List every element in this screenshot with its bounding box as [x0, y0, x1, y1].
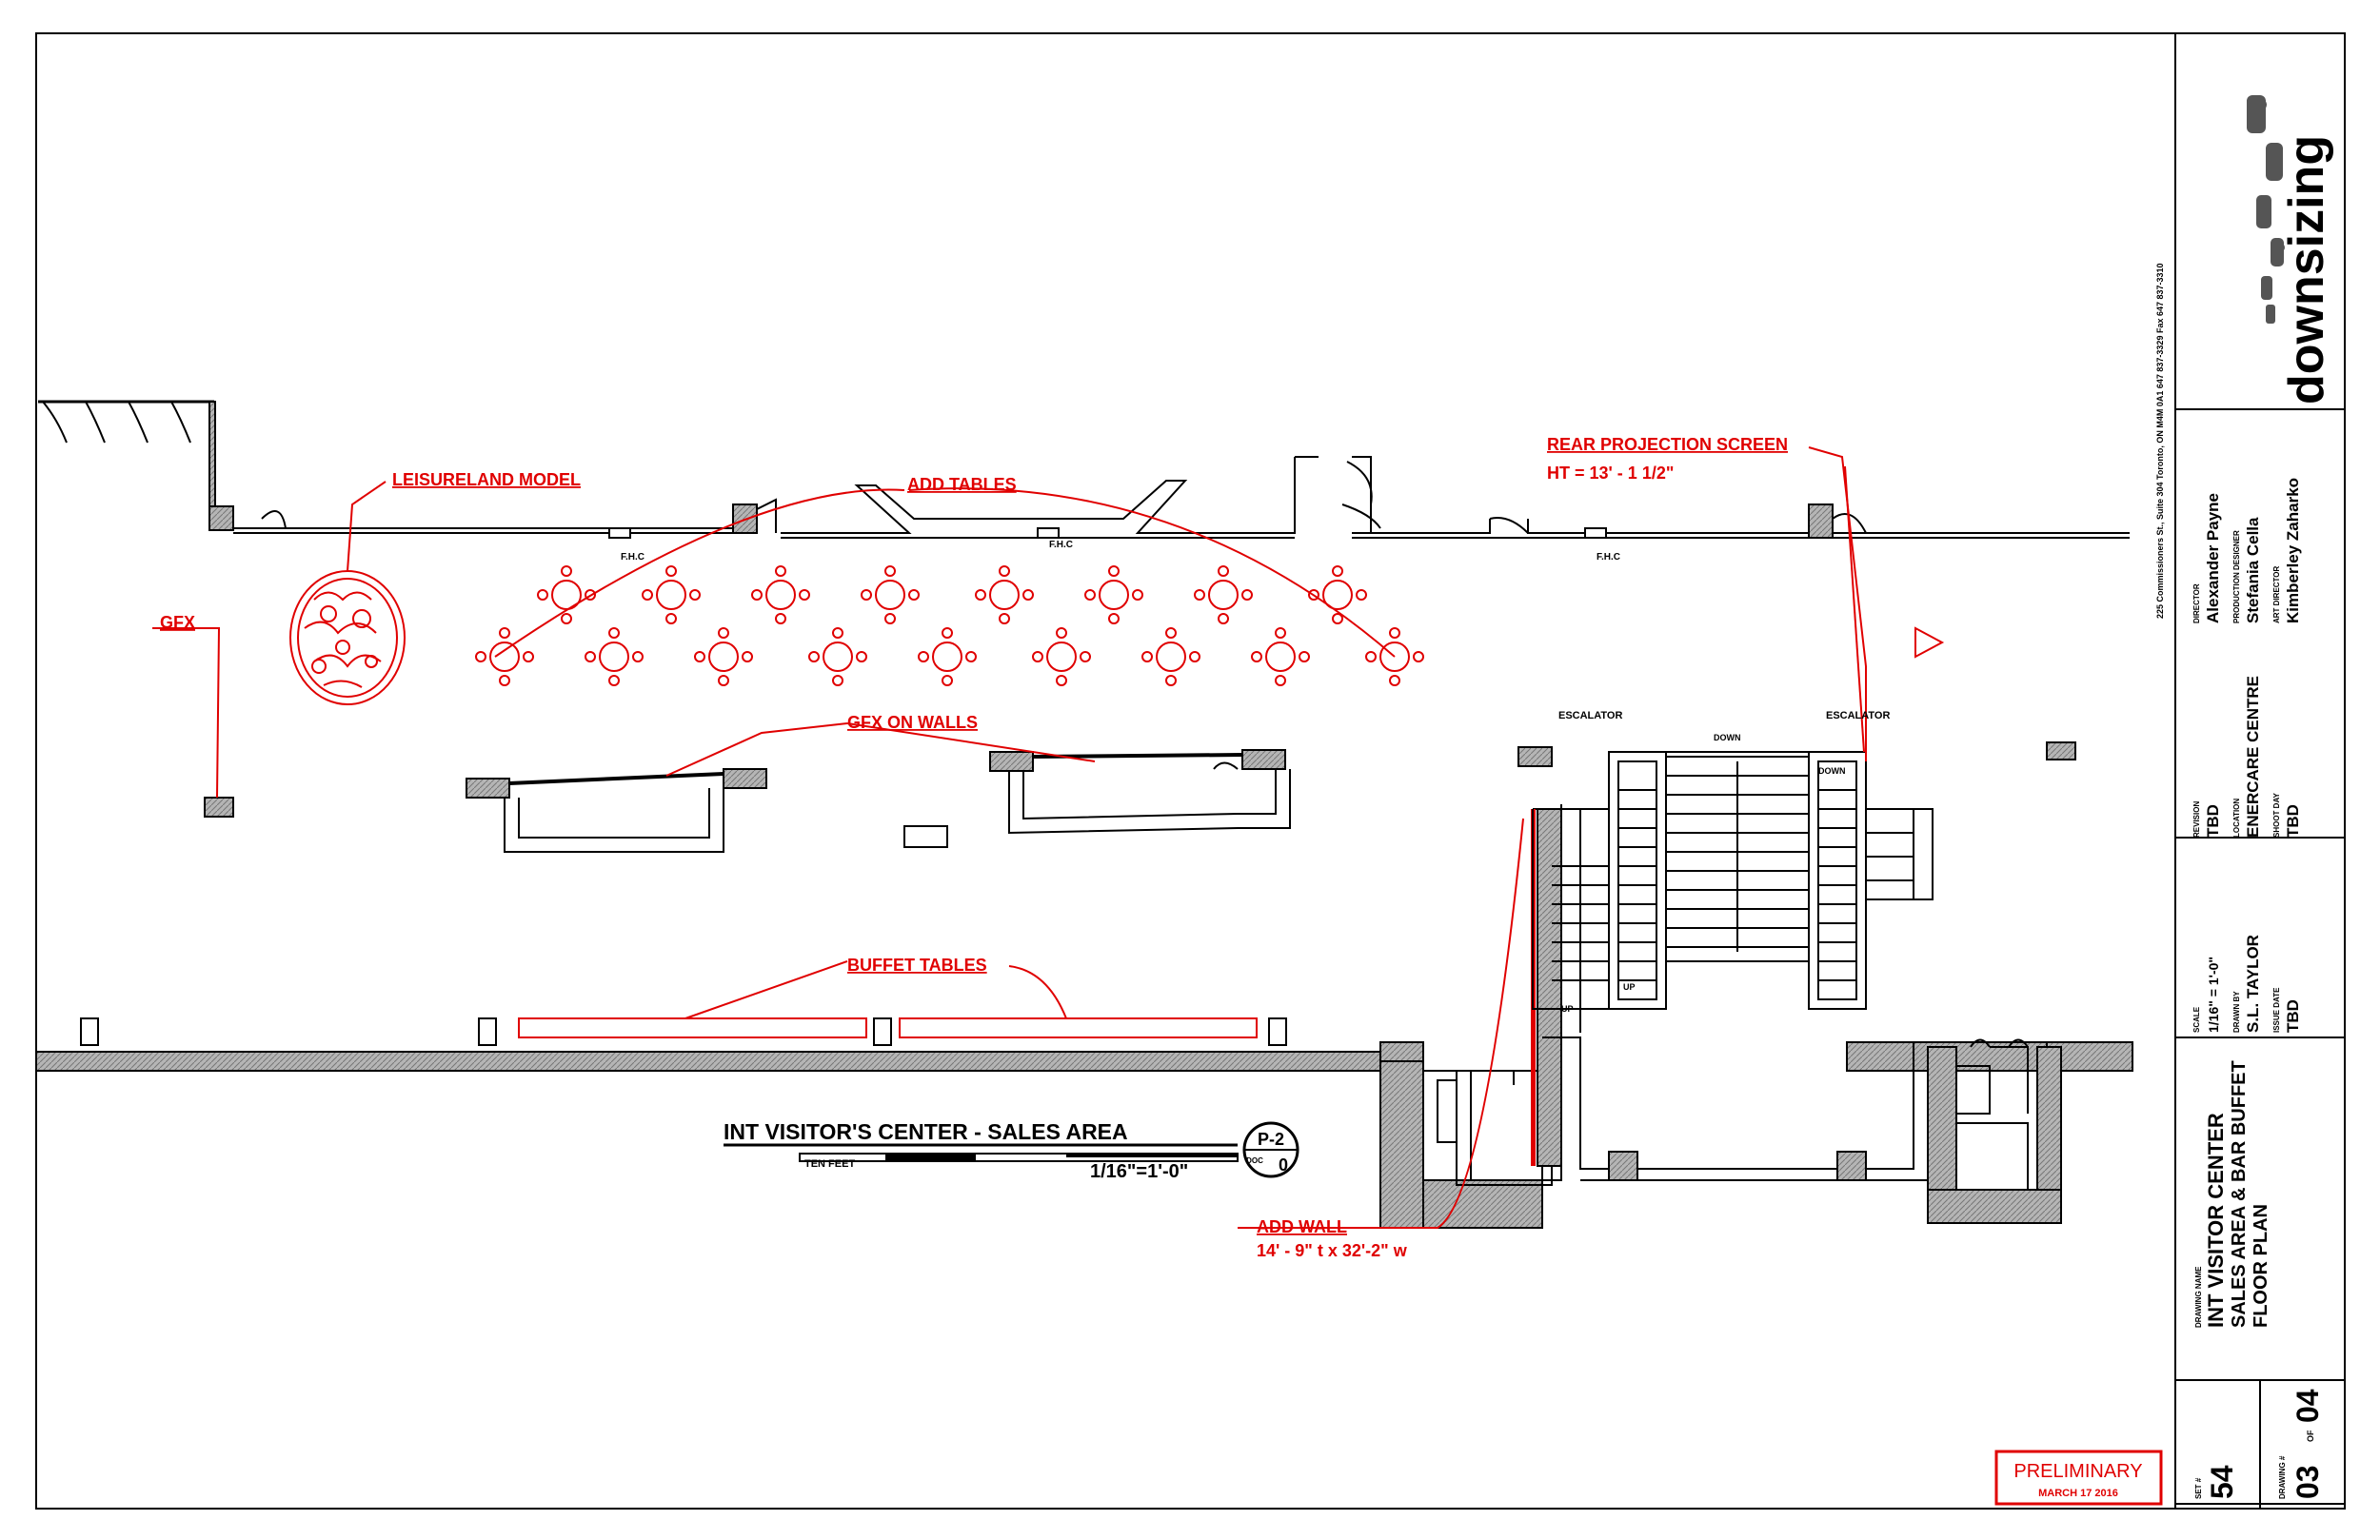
scale-bar-label: TEN FEET [804, 1158, 855, 1170]
issue-date-label: ISSUE DATE [2272, 987, 2281, 1033]
annotation-rear-projection-height: HT = 13' - 1 1/2" [1547, 464, 1674, 483]
ad-label: ART DIRECTOR [2272, 565, 2281, 623]
company-figures-logo [2247, 95, 2285, 324]
sheet-address: 225 Commissioners St., Suite 304 Toronto… [2155, 263, 2165, 619]
drawing-name-2: SALES AREA & BAR BUFFET [2229, 1060, 2250, 1328]
drawing-of-label: OF [2306, 1430, 2315, 1442]
annotation-gfx: GFX [160, 613, 195, 632]
annotation-add-wall: ADD WALL [1257, 1217, 1347, 1236]
markup-tables [152, 446, 1945, 1229]
scale-label: SCALE [2192, 1006, 2201, 1033]
label-escalator-right: ESCALATOR [1826, 710, 1890, 721]
plan-columns [204, 741, 2076, 853]
drawing-name-3: FLOOR PLAN [2251, 1204, 2271, 1328]
label-escalator-left: ESCALATOR [1558, 710, 1622, 721]
location-label: LOCATION [2232, 799, 2241, 838]
issue-date-value: TBD [2284, 999, 2302, 1033]
drawing-no-label: DRAWING # [2278, 1455, 2287, 1499]
annotation-add-tables: ADD TABLES [907, 475, 1017, 494]
drawing-no-value: 03 [2291, 1465, 2325, 1499]
label-fhc-2: F.H.C [1049, 540, 1073, 550]
plan-lower-wall [35, 1017, 2133, 1072]
annotation-rear-projection: REAR PROJECTION SCREEN [1547, 435, 1788, 454]
director-name: Alexander Payne [2204, 493, 2222, 623]
escalator-block [1379, 751, 2062, 1229]
ad-name: Kimberley Zaharko [2284, 478, 2302, 623]
annotation-buffet-tables: BUFFET TABLES [847, 956, 987, 975]
stamp-date: MARCH 17 2016 [2038, 1488, 2118, 1499]
section-reference-marker: P-2 DOC 0 [1242, 1121, 1299, 1178]
annotation-add-wall-dims: 14' - 9" t x 32'-2" w [1257, 1241, 1408, 1260]
shoot-day-value: TBD [2284, 804, 2302, 838]
revision-value: TBD [2204, 804, 2222, 838]
label-up-left: UP [1561, 1004, 1574, 1014]
scale-bar-fill-1 [885, 1154, 976, 1161]
annotation-leisureland: LEISURELAND MODEL [392, 470, 581, 489]
table-row-2 [475, 627, 1424, 686]
scale-bar-fill-2 [1066, 1154, 1238, 1157]
leisureland-model [289, 570, 406, 705]
drawing-total-value: 04 [2291, 1389, 2325, 1423]
drawing-name-1: INT VISITOR CENTER [2204, 1113, 2228, 1328]
sheet-company-logo: downsizing [2279, 135, 2334, 405]
ref-top: P-2 [1258, 1130, 1284, 1149]
table-row-1 [537, 565, 1367, 624]
annotation-gfx-on-walls: GFX ON WALLS [847, 713, 978, 732]
drawing-name-label: DRAWING NAME [2194, 1266, 2203, 1328]
plan-title: INT VISITOR'S CENTER - SALES AREA [724, 1119, 1128, 1144]
ref-bottom: 0 [1279, 1155, 1288, 1175]
shoot-day-label: SHOOT DAY [2272, 793, 2281, 838]
pd-name: Stefania Cella [2244, 517, 2262, 623]
label-down-right: DOWN [1818, 766, 1846, 776]
title-block: downsizing 225 Commissioners St., Suite … [2155, 95, 2345, 1509]
drawn-by-value: S.L. TAYLOR [2244, 935, 2262, 1033]
director-label: DIRECTOR [2192, 583, 2201, 623]
revision-label: REVISION [2192, 801, 2201, 838]
ref-mid: DOC [1246, 1156, 1263, 1165]
set-label: SET # [2194, 1477, 2203, 1499]
stamp-label: PRELIMINARY [2013, 1461, 2142, 1482]
sheet-border [35, 32, 2346, 1510]
label-up-center: UP [1623, 982, 1636, 992]
buffet-table-left [518, 1017, 867, 1038]
scale-value: 1/16" = 1'-0" [2206, 957, 2221, 1033]
set-value: 54 [2205, 1465, 2239, 1499]
pd-label: PRODUCTION DESIGNER [2232, 530, 2241, 623]
location-value: ENERCARE CENTRE [2244, 676, 2262, 838]
label-down-center: DOWN [1714, 733, 1741, 742]
preliminary-stamp: PRELIMINARY MARCH 17 2016 [1994, 1450, 2163, 1506]
label-fhc-3: F.H.C [1597, 552, 1620, 563]
plan-scale: 1/16"=1'-0" [1090, 1161, 1188, 1182]
drawn-by-label: DRAWN BY [2232, 991, 2241, 1033]
buffet-table-right [899, 1017, 1258, 1038]
label-fhc-1: F.H.C [621, 552, 645, 563]
